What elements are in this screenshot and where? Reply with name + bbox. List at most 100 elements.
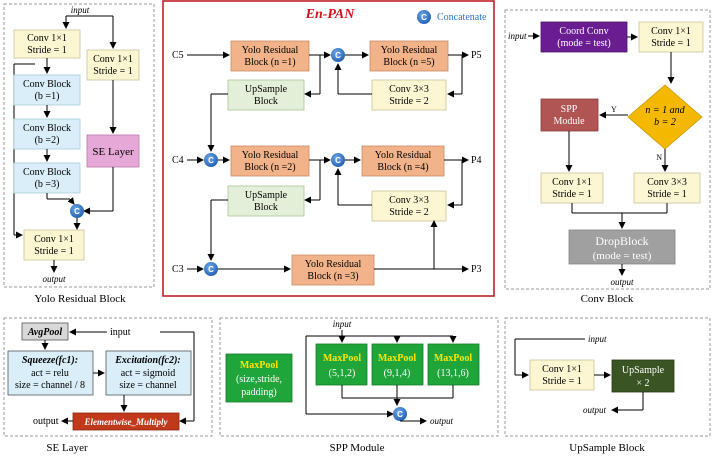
yolo-conv-out-box bbox=[23, 229, 85, 261]
spp-legend-l1: MaxPool bbox=[240, 360, 279, 371]
se-exc-l2: size = channel bbox=[119, 380, 177, 391]
se-excitation-box bbox=[105, 350, 192, 396]
convblock-conv11-l2: Stride = 1 bbox=[651, 38, 691, 49]
enpan-yrb4-box bbox=[361, 145, 445, 177]
convblock-coord-l2: (mode = test) bbox=[557, 38, 610, 49]
se-squeeze-l1: act = relu bbox=[31, 368, 69, 379]
convblock-conv33-box bbox=[633, 172, 701, 204]
convblock-coord-l1: Coord Conv bbox=[559, 26, 608, 37]
se-multiply-label: Elementwise_Multiply bbox=[83, 417, 168, 427]
se-output-label: output bbox=[33, 416, 59, 427]
svg-text:C: C bbox=[335, 156, 341, 165]
upsample-conv-box bbox=[529, 359, 595, 391]
se-squeeze-title: Squeeze(fc1): bbox=[22, 355, 78, 366]
spp-mp2-l2: (9,1,4) bbox=[384, 368, 411, 379]
yolo-panel-frame bbox=[3, 3, 155, 288]
convblock-spp-l1: SPP bbox=[561, 104, 578, 115]
spp-legend-box bbox=[225, 353, 293, 403]
legend-label: Concatenate bbox=[437, 12, 487, 23]
se-squeeze-box bbox=[7, 350, 94, 396]
yolo-cb3-l1: Conv Block bbox=[23, 167, 71, 178]
enpan-concat3-icon: C bbox=[331, 153, 345, 167]
spp-mp2-box bbox=[371, 343, 424, 386]
svg-text:C: C bbox=[208, 156, 214, 165]
enpan-yrb3-l2: Block (n =3) bbox=[307, 271, 358, 282]
enpan-c4: C4 bbox=[172, 155, 184, 166]
svg-text:C: C bbox=[208, 265, 214, 274]
convblock-conv11-box bbox=[638, 21, 704, 53]
enpan-concat1-icon: C bbox=[331, 48, 345, 62]
yolo-se-label: SE Layer bbox=[92, 146, 134, 158]
spp-legend-l3: padding) bbox=[241, 387, 277, 398]
enpan-c5: C5 bbox=[172, 50, 184, 61]
se-caption: SE Layer bbox=[46, 442, 88, 454]
spp-mp3-box bbox=[427, 343, 480, 386]
convblock-spp-box bbox=[540, 98, 599, 132]
spp-input-label: input bbox=[333, 319, 352, 329]
se-squeeze-l2: size = channel / 8 bbox=[15, 380, 85, 391]
convblock-spp-l2: Module bbox=[553, 116, 585, 127]
enpan-ups2-l1: UpSample bbox=[245, 190, 288, 201]
enpan-concat2-icon: C bbox=[204, 153, 218, 167]
yolo-input-label: input bbox=[71, 5, 90, 15]
yolo-conv-out-l1: Conv 1×1 bbox=[34, 234, 74, 245]
enpan-yrb4-l1: Yolo Residual bbox=[375, 150, 432, 161]
svg-text:C: C bbox=[397, 410, 403, 419]
spp-mp1-l2: (5,1,2) bbox=[329, 368, 356, 379]
enpan-yrb3-box bbox=[291, 254, 375, 286]
convblock-dropblock-l1: DropBlock bbox=[595, 234, 648, 248]
spp-mp1-l1: MaxPool bbox=[323, 353, 362, 364]
enpan-conv33a-l1: Conv 3×3 bbox=[389, 84, 429, 95]
svg-text:C: C bbox=[421, 13, 427, 22]
spp-output-label: output bbox=[430, 416, 454, 426]
spp-legend-l2: (size,stride, bbox=[236, 374, 282, 385]
enpan-ups2-l2: Block bbox=[254, 202, 278, 213]
upsample-input-label: input bbox=[588, 334, 607, 344]
yolo-cb2-l2: (b =2) bbox=[35, 135, 60, 146]
yolo-conv-out-l2: Stride = 1 bbox=[34, 246, 74, 257]
convblock-caption: Conv Block bbox=[581, 293, 634, 305]
yolo-concat-icon: C bbox=[70, 204, 84, 218]
enpan-c3: C3 bbox=[172, 264, 184, 275]
convblock-coord-box bbox=[540, 21, 628, 53]
convblock-panel-frame bbox=[504, 9, 711, 290]
enpan-conv33a-l2: Stride = 2 bbox=[389, 96, 429, 107]
enpan-conv33b-l2: Stride = 2 bbox=[389, 207, 429, 218]
convblock-cond-l2: b = 2 bbox=[654, 117, 676, 128]
yolo-conv-right-l1: Conv 1×1 bbox=[93, 54, 133, 65]
spp-mp1-box bbox=[315, 343, 368, 386]
enpan-yrb2-box bbox=[230, 145, 310, 177]
enpan-yrb2-l1: Yolo Residual bbox=[242, 150, 299, 161]
spp-caption: SPP Module bbox=[330, 442, 385, 454]
yolo-cb2-box bbox=[13, 118, 81, 150]
upsample-panel-frame bbox=[504, 317, 711, 437]
convblock-output-label: output bbox=[610, 277, 634, 287]
yolo-cb2-l1: Conv Block bbox=[23, 123, 71, 134]
spp-mp3-l2: (13,1,6) bbox=[437, 368, 469, 379]
yolo-caption: Yolo Residual Block bbox=[34, 293, 126, 305]
upsample-conv-l1: Conv 1×1 bbox=[542, 364, 582, 375]
enpan-yrb1-box bbox=[230, 40, 310, 72]
upsample-up-l2: × 2 bbox=[636, 378, 649, 389]
convblock-conv11b-l1: Conv 1×1 bbox=[552, 177, 592, 188]
svg-text:C: C bbox=[335, 51, 341, 60]
convblock-conv11-l1: Conv 1×1 bbox=[651, 26, 691, 37]
upsample-up-box bbox=[611, 359, 675, 393]
enpan-conv33b-l1: Conv 3×3 bbox=[389, 195, 429, 206]
enpan-conv33b-box bbox=[371, 190, 447, 222]
convblock-conv11b-box bbox=[540, 172, 604, 204]
enpan-ups1-l2: Block bbox=[254, 96, 278, 107]
spp-mp2-l1: MaxPool bbox=[378, 353, 417, 364]
yolo-conv-right-l2: Stride = 1 bbox=[93, 66, 133, 77]
enpan-yrb5-box bbox=[369, 40, 449, 72]
legend-concat-icon: C bbox=[417, 10, 431, 24]
enpan-ups2-box bbox=[227, 185, 305, 217]
enpan-conv33a-box bbox=[371, 79, 447, 111]
enpan-ups1-l1: UpSample bbox=[245, 84, 288, 95]
upsample-output-label: output bbox=[583, 405, 607, 415]
yolo-conv1-l1: Conv 1×1 bbox=[27, 33, 67, 44]
convblock-n-label: N bbox=[656, 153, 662, 162]
convblock-dropblock-l2: (mode = test) bbox=[593, 250, 652, 262]
yolo-cb1-l2: (b =1) bbox=[35, 91, 60, 102]
